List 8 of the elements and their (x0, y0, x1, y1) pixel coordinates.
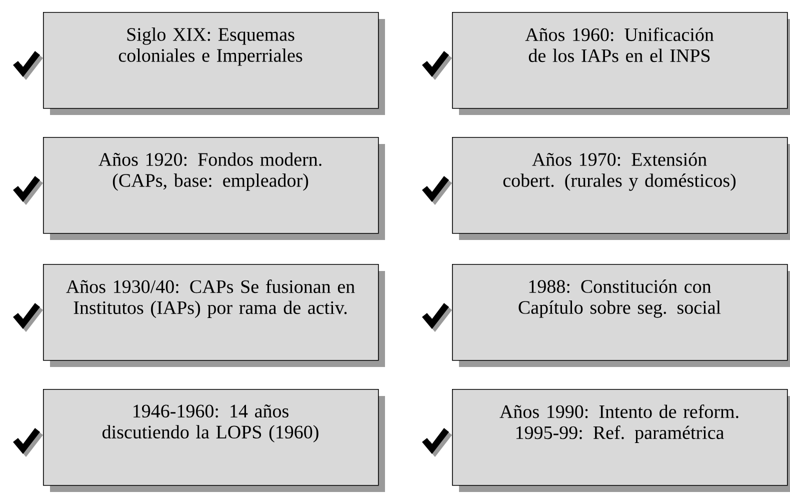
process-box: Años 1990: Intento de reform. 1995-99: Ref. paramétrica (452, 389, 790, 492)
process-box: Años 1960: Unificación de los IAPs en el INPS (452, 12, 790, 115)
process-box: Años 1970: Extensión cobert. (rurales y domésticos) (452, 137, 790, 240)
process-box: 1988: Constitución con Capítulo sobre seg. social (452, 264, 790, 367)
process-box: Años 1930/40: CAPs Se fusionan en Institutos (IAPs) por rama de activ. (43, 264, 385, 367)
process-box: Años 1920: Fondos modern. (CAPs, base: empleador) (43, 137, 385, 240)
process-box: 1946-1960: 14 años discutiendo la LOPS (1960) (43, 389, 385, 492)
process-box: Siglo XIX: Esquemas coloniales e Imperriales (43, 12, 385, 115)
